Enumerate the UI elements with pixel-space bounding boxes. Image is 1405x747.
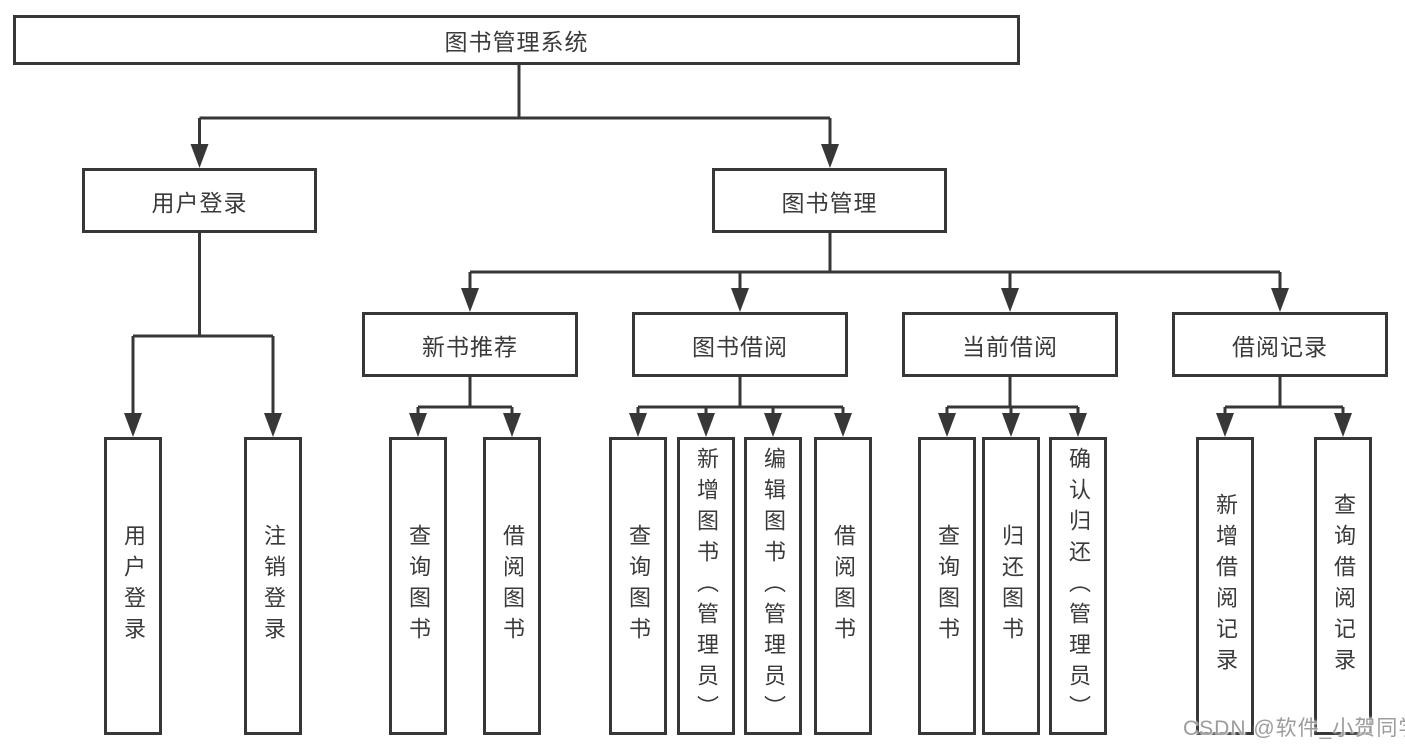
arrow-stems-login-leaves [131, 336, 275, 417]
arrow-stems-leaves [416, 407, 1345, 419]
leaf-query-books-borrow-label: 查询图书 [626, 524, 651, 648]
leaf-add-borrow-record: 新增借阅记录 [1196, 437, 1254, 735]
leaf-query-borrow-record-label: 查询借阅记录 [1331, 493, 1356, 679]
arrow-stems-sections [468, 272, 1282, 292]
leaf-return-book: 归还图书 [982, 437, 1040, 735]
node-book-management: 图书管理 [712, 168, 947, 233]
leaf-add-borrow-record-label: 新增借阅记录 [1213, 493, 1238, 679]
node-book-management-label: 图书管理 [781, 189, 878, 216]
arrow-stems-level2 [198, 118, 832, 148]
leaf-confirm-return-admin: 确认归还（管理员） [1049, 437, 1107, 735]
node-book-borrow-label: 图书借阅 [692, 333, 788, 360]
leaf-query-books-recommend: 查询图书 [389, 437, 447, 735]
node-new-book-recommend-label: 新书推荐 [422, 333, 518, 360]
node-borrow-records-label: 借阅记录 [1232, 333, 1328, 360]
leaf-query-borrow-record: 查询借阅记录 [1314, 437, 1372, 735]
leaf-return-book-label: 归还图书 [999, 524, 1024, 648]
leaf-borrow-books-recommend: 借阅图书 [483, 437, 541, 735]
leaf-borrow-books: 借阅图书 [814, 437, 872, 735]
leaf-borrow-books-recommend-label: 借阅图书 [500, 524, 525, 648]
leaf-add-book-admin: 新增图书（管理员） [677, 437, 735, 735]
leaf-logout-label: 注销登录 [261, 524, 286, 648]
node-root: 图书管理系统 [13, 15, 1020, 65]
leaf-user-login-label: 用户登录 [121, 524, 146, 648]
leaf-query-books-borrow: 查询图书 [609, 437, 667, 735]
node-user-login: 用户登录 [82, 168, 317, 233]
leaf-logout: 注销登录 [244, 437, 302, 735]
node-current-borrow-label: 当前借阅 [962, 333, 1058, 360]
leaf-confirm-return-admin-label: 确认归还（管理员） [1066, 446, 1091, 726]
leaf-edit-book-admin-label: 编辑图书（管理员） [761, 446, 786, 726]
node-current-borrow: 当前借阅 [902, 312, 1118, 377]
leaf-query-books-current-label: 查询图书 [935, 524, 960, 648]
node-borrow-records: 借阅记录 [1172, 312, 1388, 377]
leaf-query-books-recommend-label: 查询图书 [406, 524, 431, 648]
leaf-add-book-admin-label: 新增图书（管理员） [694, 446, 719, 726]
leaf-query-books-current: 查询图书 [918, 437, 976, 735]
leaf-borrow-books-label: 借阅图书 [831, 524, 856, 648]
leaf-edit-book-admin: 编辑图书（管理员） [744, 437, 802, 735]
leaf-user-login: 用户登录 [104, 437, 162, 735]
node-new-book-recommend: 新书推荐 [362, 312, 578, 377]
node-book-borrow: 图书借阅 [632, 312, 848, 377]
node-user-login-label: 用户登录 [151, 189, 248, 216]
node-root-label: 图书管理系统 [444, 29, 589, 55]
watermark: CSDN @软件_小贺同学 [1183, 717, 1405, 740]
